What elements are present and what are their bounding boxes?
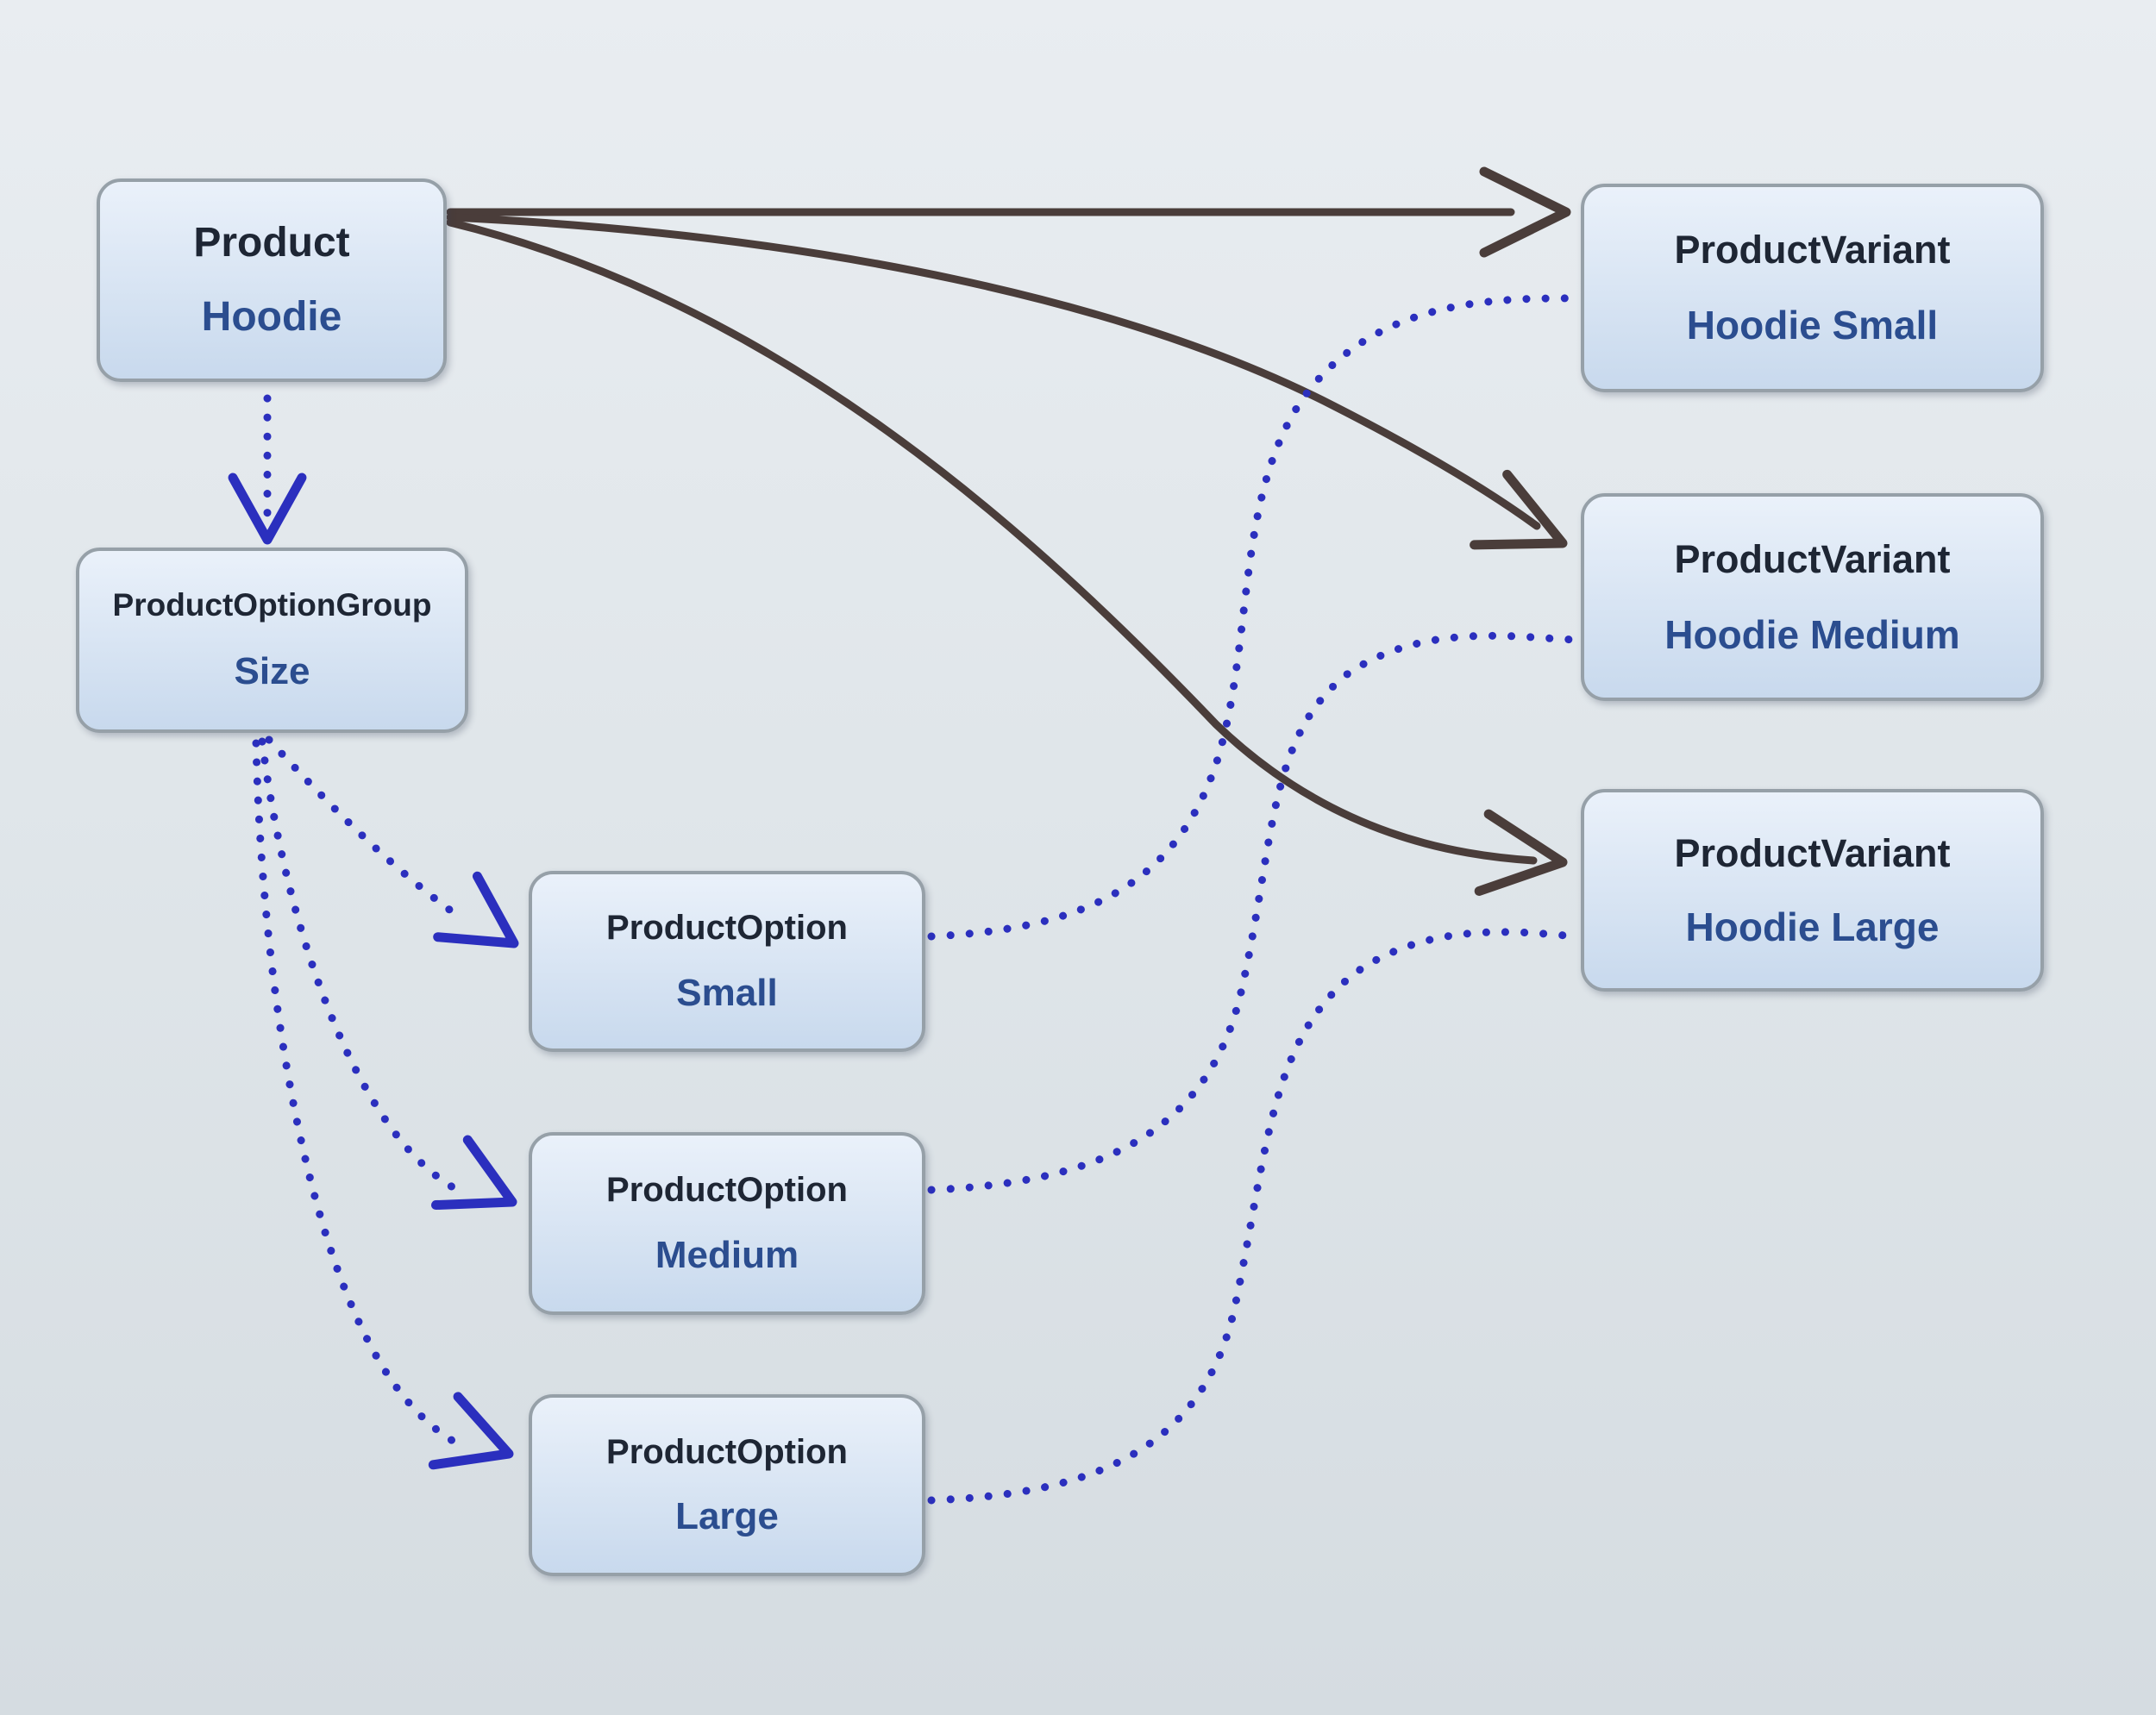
edge-line [252, 739, 461, 1448]
edge-product-to-variant-small [446, 166, 1571, 258]
node-value: Hoodie Large [1685, 904, 1940, 949]
node-title: Product [193, 219, 350, 266]
edge-line [446, 218, 1538, 865]
edge-line [265, 735, 460, 918]
node-value: Hoodie Medium [1664, 611, 1960, 657]
node-product-variant-medium: ProductVariant Hoodie Medium [1581, 493, 2044, 701]
node-value: Hoodie [201, 293, 342, 340]
node-title: ProductVariant [1674, 831, 1951, 876]
edge-line [258, 737, 463, 1195]
arrowhead-icon [428, 1392, 514, 1470]
edge-product-to-variant-large [446, 218, 1568, 896]
node-title: ProductVariant [1674, 537, 1951, 582]
arrowhead-icon [433, 871, 519, 948]
edge-option-medium-to-variant-medium [927, 631, 1581, 1194]
arrowhead-icon [1470, 469, 1568, 550]
node-value: Large [675, 1495, 779, 1538]
node-title: ProductOption [606, 1170, 848, 1209]
arrowhead-icon [228, 473, 307, 545]
edge-line [927, 928, 1581, 1505]
edge-line [446, 213, 1541, 530]
node-title: ProductOptionGroup [112, 586, 432, 623]
edge-product-to-option-group [228, 394, 307, 545]
node-product-variant-small: ProductVariant Hoodie Small [1581, 184, 2044, 392]
edge-option-small-to-variant-small [927, 294, 1581, 941]
edge-line [927, 294, 1581, 941]
arrowhead-icon [1479, 166, 1571, 258]
node-title: ProductOption [606, 1432, 848, 1471]
edge-product-to-variant-medium [446, 213, 1568, 550]
edge-option-large-to-variant-large [927, 928, 1581, 1505]
edge-group-to-option-medium [258, 737, 517, 1211]
node-value: Medium [655, 1233, 799, 1276]
node-product-variant-large: ProductVariant Hoodie Large [1581, 789, 2044, 992]
edge-line [927, 631, 1581, 1194]
edge-group-to-option-large [252, 739, 514, 1470]
node-value: Small [676, 971, 778, 1014]
node-value: Hoodie Small [1686, 303, 1939, 348]
arrowhead-icon [1474, 809, 1568, 896]
arrowhead-icon [430, 1135, 517, 1211]
node-title: ProductOption [606, 909, 848, 948]
node-title: ProductVariant [1674, 228, 1951, 272]
edge-group-to-option-small [265, 735, 519, 948]
node-product-option-small: ProductOption Small [529, 871, 925, 1052]
node-product-option-group: ProductOptionGroup Size [76, 548, 468, 733]
node-product: Product Hoodie [97, 178, 447, 382]
node-value: Size [234, 649, 310, 692]
node-product-option-large: ProductOption Large [529, 1394, 925, 1576]
node-product-option-medium: ProductOption Medium [529, 1132, 925, 1315]
